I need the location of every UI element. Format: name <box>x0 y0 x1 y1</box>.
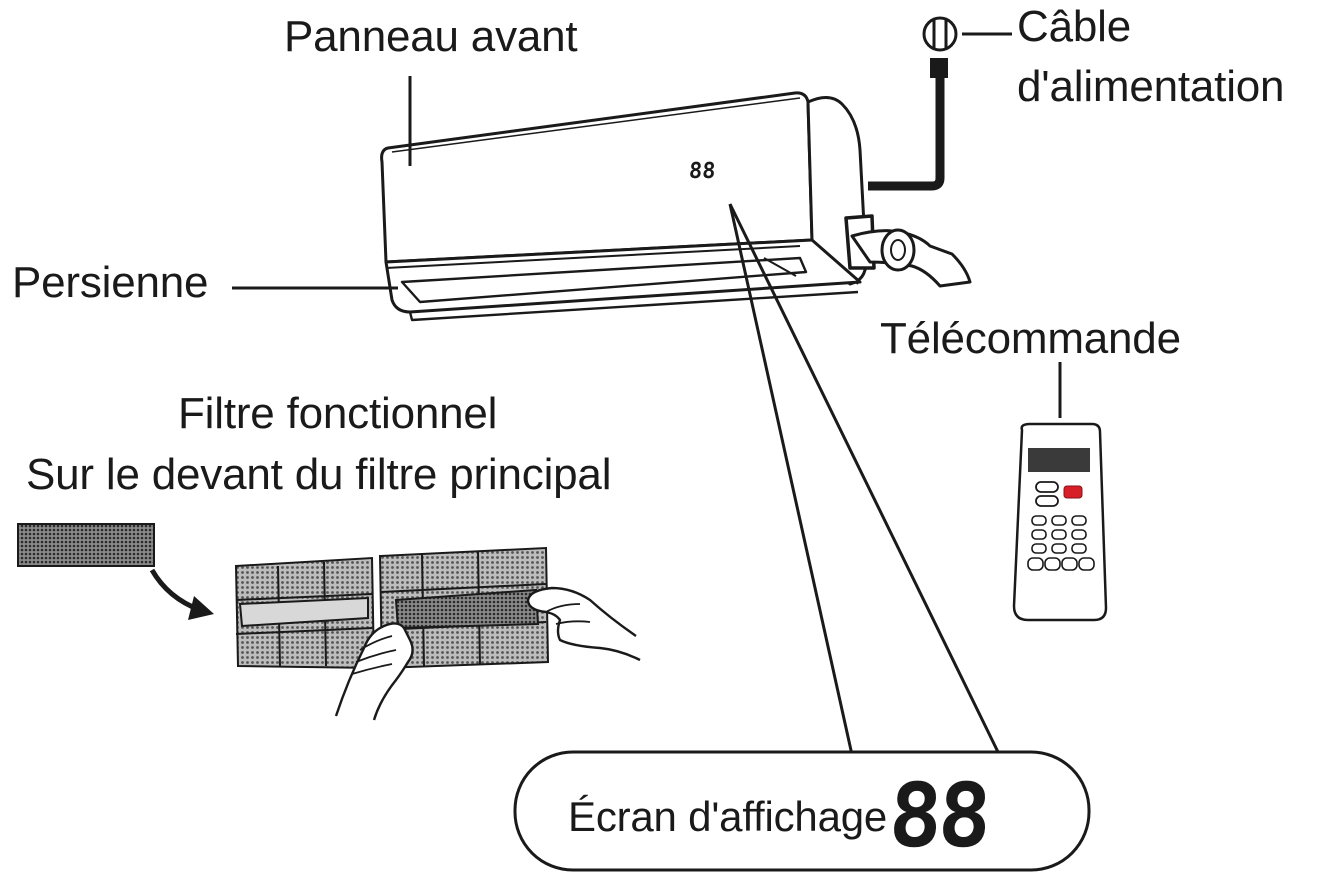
label-power-cable-line1: Câble <box>1017 2 1131 51</box>
label-filter-line2: Sur le devant du filtre principal <box>26 450 612 499</box>
functional-filter-inserted <box>394 588 540 630</box>
label-front-panel: Panneau avant <box>284 12 578 61</box>
arrow-icon <box>149 568 214 620</box>
callout-display-digits: 88 <box>887 764 990 867</box>
leader-display-left <box>728 203 864 801</box>
label-power-cable-line2: d'alimentation <box>1017 62 1285 111</box>
label-display: Écran d'affichage <box>568 793 888 840</box>
main-filter <box>234 546 550 670</box>
indoor-unit <box>380 91 972 322</box>
louver-blade <box>400 256 808 304</box>
display-callout: 88 <box>513 750 1091 872</box>
label-filter-line1: Filtre fonctionnel <box>178 389 498 438</box>
label-louver: Persienne <box>12 258 209 307</box>
remote-control <box>1012 422 1108 622</box>
label-remote: Télécommande <box>880 314 1181 363</box>
unit-display: 88 <box>688 159 716 184</box>
remote-screen <box>1028 448 1090 472</box>
leader-lines <box>232 76 1062 801</box>
hands <box>334 586 641 721</box>
functional-filter-strip <box>17 523 155 567</box>
remote-power-button <box>1063 485 1083 499</box>
leader-display-right <box>728 203 1000 753</box>
plug-icon <box>922 16 958 52</box>
power-cable <box>868 32 1012 191</box>
unit-display-digits: 88 <box>688 159 716 184</box>
